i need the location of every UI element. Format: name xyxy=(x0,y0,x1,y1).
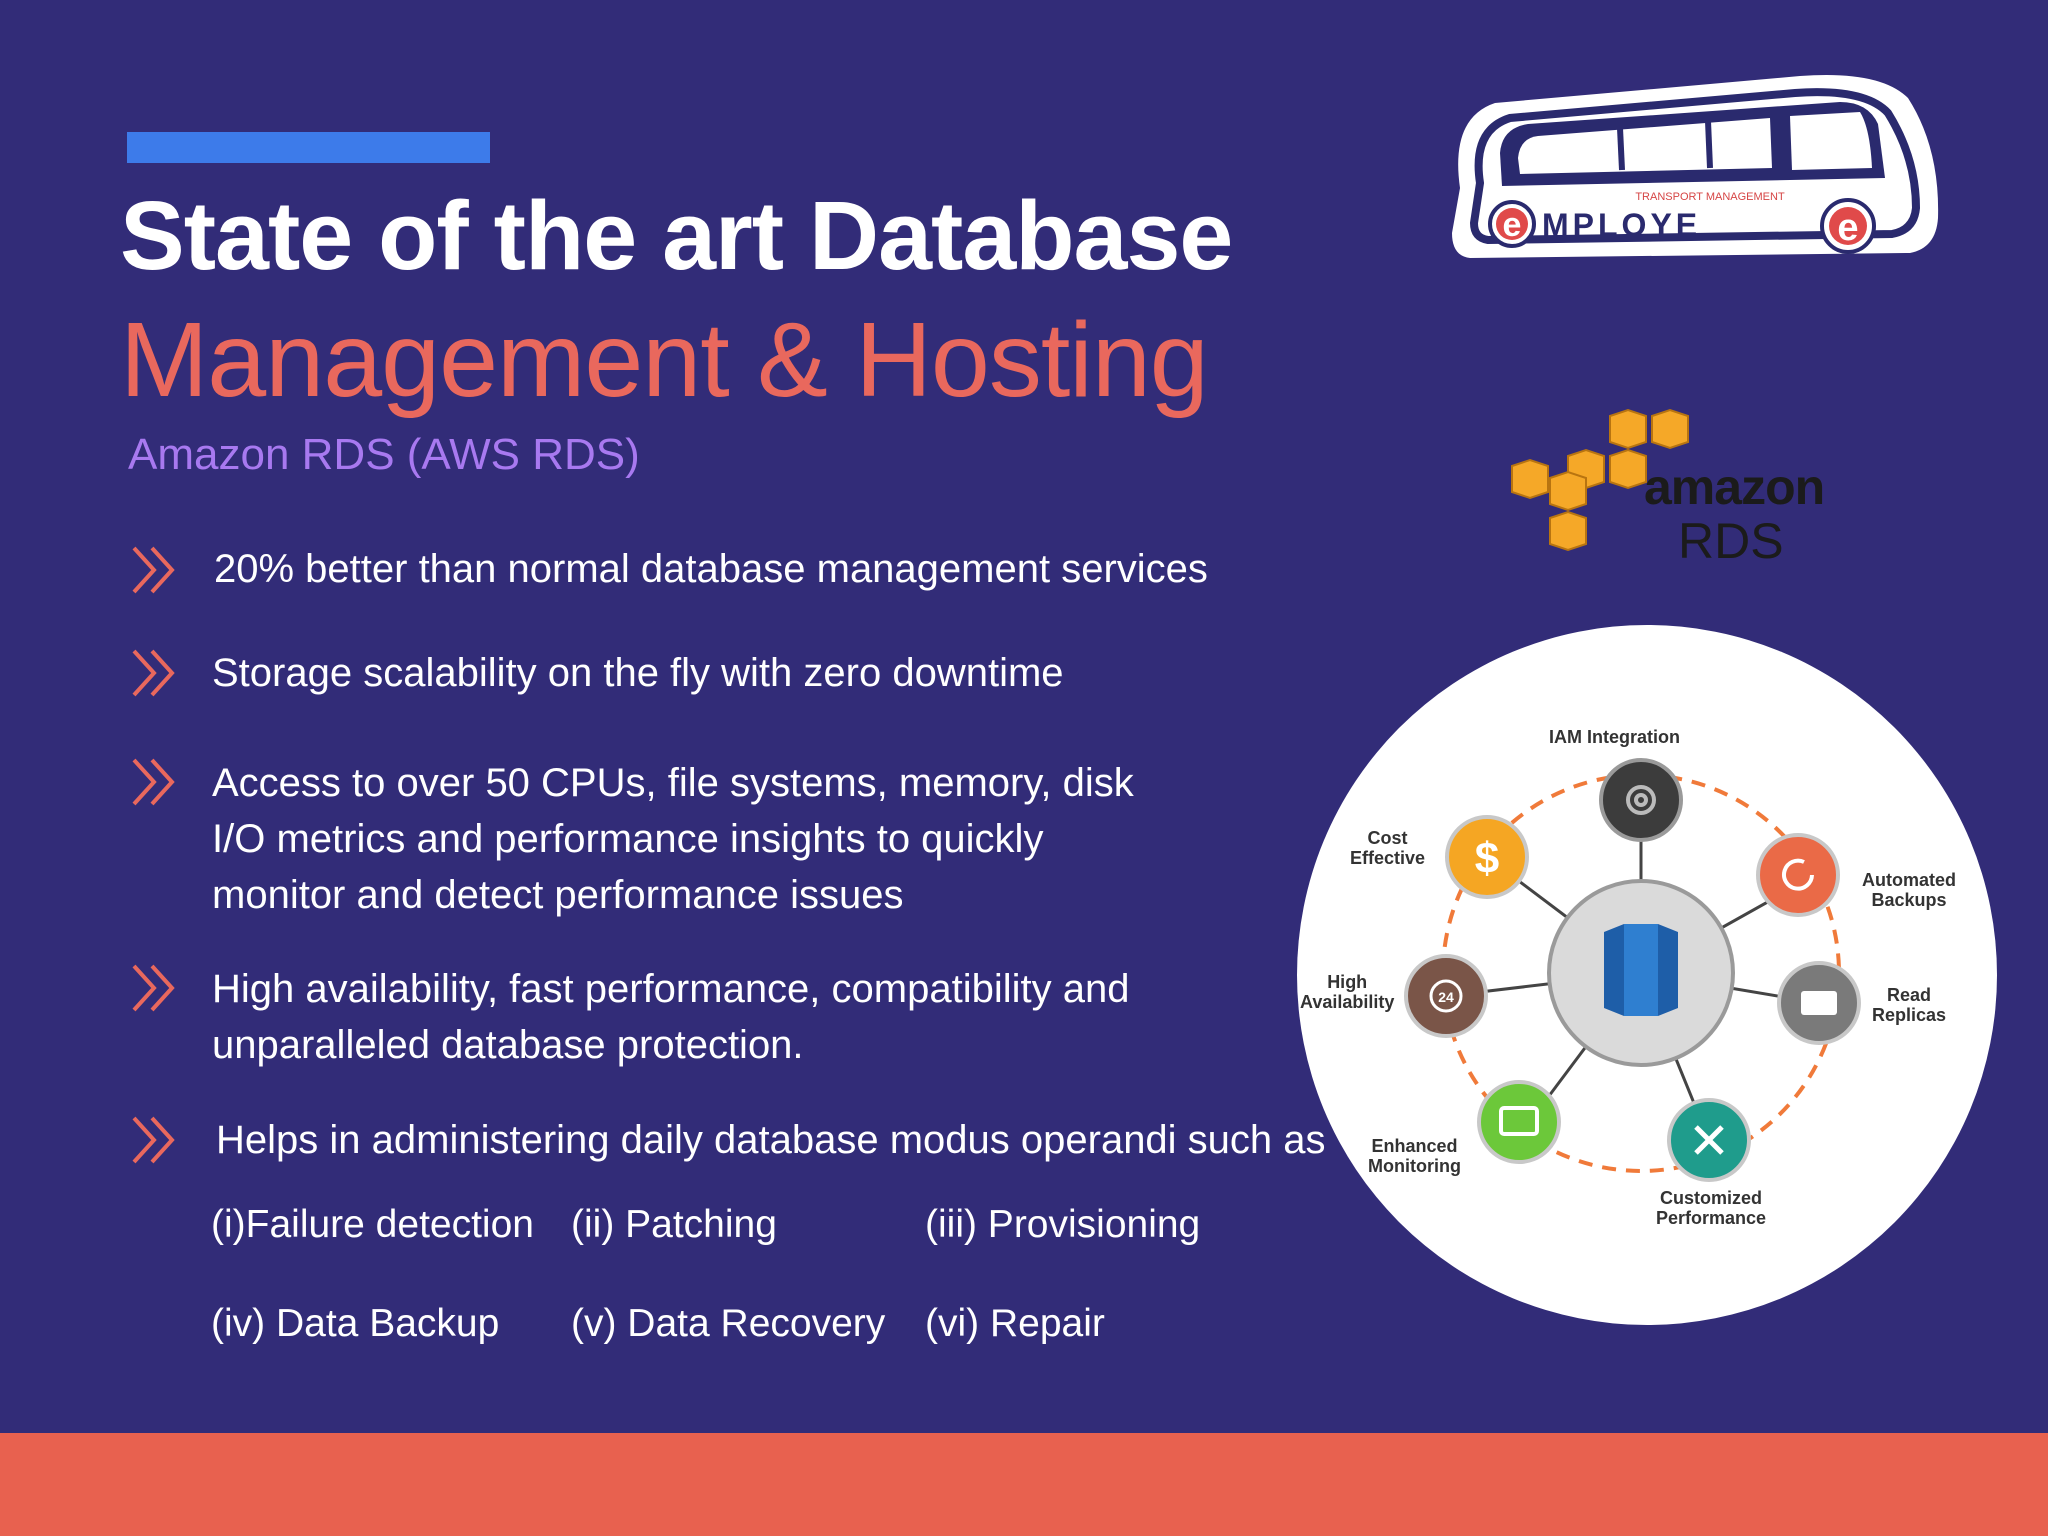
double-chevron-icon xyxy=(132,546,175,594)
page-subtitle: Amazon RDS (AWS RDS) xyxy=(128,430,640,479)
backups-node xyxy=(1756,833,1840,917)
book-icon xyxy=(1801,991,1837,1015)
page-title: State of the art Database xyxy=(120,181,1233,290)
clock-24-icon xyxy=(1429,979,1463,1013)
aws-logo-word: amazon xyxy=(1644,459,1825,515)
double-chevron-icon xyxy=(132,649,175,697)
bullet-item: Access to over 50 CPUs, file systems, me… xyxy=(212,761,1134,917)
double-chevron-icon xyxy=(132,758,175,806)
bus-logo-letter-left: e xyxy=(1503,206,1522,244)
bullet-item: High availability, fast performance, com… xyxy=(212,967,1130,1067)
replicas-node xyxy=(1777,961,1861,1045)
bullet-item: 20% better than normal database manageme… xyxy=(214,547,1208,591)
operation-item: (iii) Provisioning xyxy=(925,1203,1201,1246)
operation-item: (ii) Patching xyxy=(571,1203,777,1246)
bullet-item: Helps in administering daily database mo… xyxy=(216,1118,1326,1162)
gear-icon xyxy=(1626,785,1656,815)
bus-logo-brand: MPLOYE xyxy=(1542,207,1701,243)
aws-cubes-icon xyxy=(1511,408,1689,552)
monitoring-node xyxy=(1477,1080,1561,1164)
diagram-label-iam: IAM Integration xyxy=(1549,727,1680,747)
title-accent-bar xyxy=(127,132,490,163)
dollar-icon: $ xyxy=(1475,834,1499,883)
double-chevron-icon xyxy=(132,964,175,1012)
monitor-icon xyxy=(1499,1106,1539,1136)
cost-node: $ xyxy=(1445,815,1529,899)
bus-logo-tagline: TRANSPORT MANAGEMENT xyxy=(1635,191,1785,203)
page-title-highlight: Management & Hosting xyxy=(120,301,1209,419)
aws-logo-product: RDS xyxy=(1678,513,1784,569)
employee-bus-logo: TRANSPORT MANAGEMENT e MPLOYE e xyxy=(1452,74,1939,258)
performance-node xyxy=(1667,1098,1751,1182)
operation-item: (i)Failure detection xyxy=(211,1203,534,1246)
double-chevron-icon xyxy=(132,1116,175,1164)
operation-item: (iv) Data Backup xyxy=(211,1302,500,1345)
availability-badge: 24 xyxy=(1438,989,1454,1005)
iam-node xyxy=(1599,758,1683,842)
footer-bar xyxy=(0,1433,2048,1536)
rds-features-diagram: 24 $ xyxy=(1297,625,1997,1325)
availability-node: 24 xyxy=(1404,954,1488,1038)
bus-logo-letter-right: e xyxy=(1837,207,1858,249)
refresh-icon xyxy=(1782,858,1814,891)
tools-icon xyxy=(1694,1125,1724,1155)
bullet-item: Storage scalability on the fly with zero… xyxy=(212,651,1064,695)
operation-item: (vi) Repair xyxy=(925,1302,1105,1345)
operation-item: (v) Data Recovery xyxy=(571,1302,886,1345)
database-icon xyxy=(1604,924,1678,1016)
